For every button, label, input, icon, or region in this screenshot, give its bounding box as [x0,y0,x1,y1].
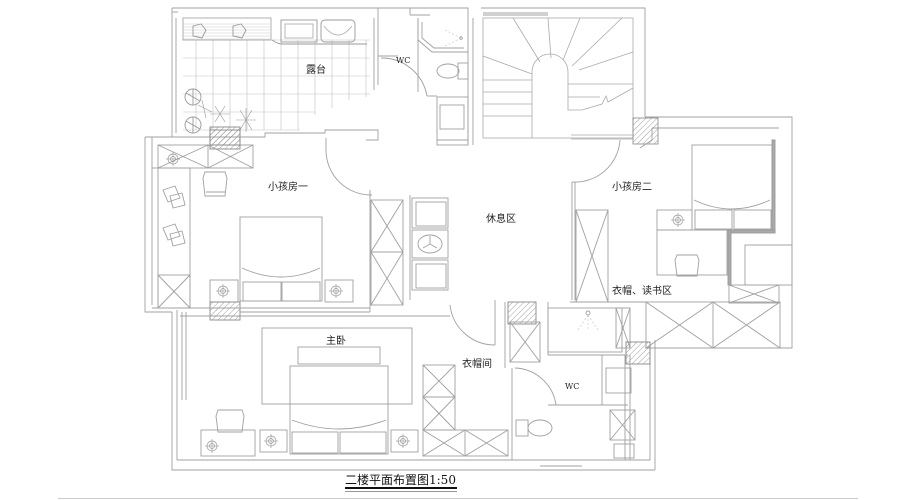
outer-walls [144,7,793,471]
wc-top-fixtures [373,18,474,146]
room-label-wc-bottom: WC [565,382,580,391]
title-underline-thin [345,491,457,492]
room-label-lounge: 休息区 [486,214,516,225]
staircase [482,17,659,145]
title-underline [345,487,457,489]
room-label-master-bedroom: 主卧 [326,336,346,347]
lounge-furniture [409,139,621,346]
child-room-2-furniture [570,128,793,349]
bottom-wc-fixtures [504,301,651,467]
room-label-walk-in-closet: 衣帽间 [462,359,492,370]
room-label-terrace: 露台 [306,65,326,76]
terrace-area [182,17,370,150]
room-label-wc-top: WC [396,56,411,65]
room-label-child-room-1: 小孩房一 [268,182,308,193]
room-label-child-room-2: 小孩房二 [612,182,652,193]
page-bottom-rule [58,498,858,499]
master-bedroom-furniture [180,312,509,457]
drawing-title: 二楼平面布置图1:50 [345,473,456,487]
child-room-1-furniture [152,129,404,321]
room-label-wardrobe-study: 衣帽、读书区 [612,286,672,297]
